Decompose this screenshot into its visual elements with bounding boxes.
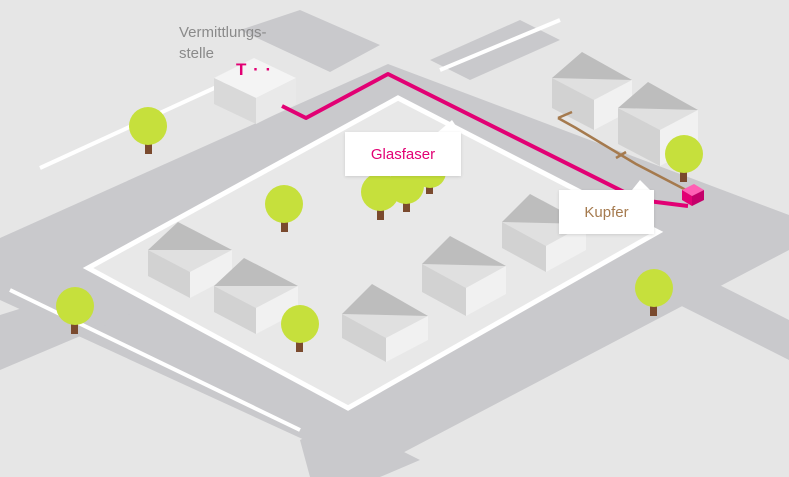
tree	[129, 107, 167, 154]
inner-block	[82, 95, 664, 411]
copper-lines	[557, 110, 687, 192]
house	[214, 258, 298, 334]
telekom-logo-icon: T · ·	[236, 60, 273, 79]
exchange-caption-line2: stelle	[179, 45, 215, 62]
distribution-cabinet-icon	[682, 184, 704, 206]
copper-tag-pointer	[632, 180, 650, 190]
tree	[635, 269, 673, 316]
exchange-building	[214, 58, 296, 124]
houses	[148, 52, 698, 362]
tree	[56, 287, 94, 334]
fiber-tag-pointer	[438, 120, 460, 132]
outer-curb-right	[439, 18, 561, 72]
house	[342, 284, 428, 362]
fiber-label: Glasfaser	[345, 132, 461, 176]
fiber-line	[281, 72, 689, 208]
tree	[665, 135, 703, 182]
house	[148, 222, 232, 298]
tree	[265, 185, 303, 232]
copper-label: Kupfer	[559, 190, 654, 234]
house	[552, 52, 632, 130]
tree	[281, 305, 319, 352]
exchange-caption: Vermittlungs- stelle	[179, 22, 289, 64]
house	[422, 236, 506, 316]
tree	[361, 173, 399, 220]
exchange-caption-line1: Vermittlungs-	[179, 24, 267, 41]
